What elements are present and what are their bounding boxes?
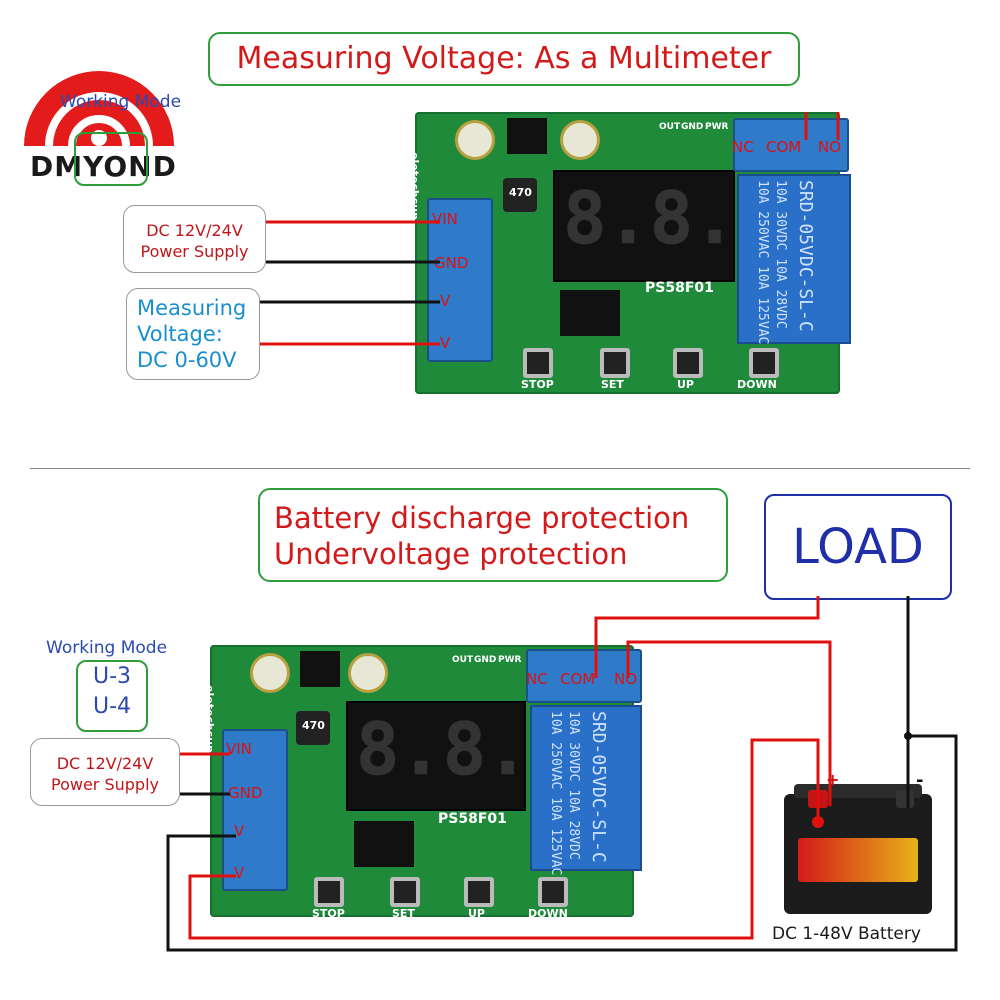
working-mode-box: U-3 U-4 — [76, 660, 148, 732]
dmyond-wifi-logo-icon — [24, 71, 174, 147]
battery-brand-stripe — [798, 838, 918, 882]
bottom-title-line2: Undervoltage protection — [274, 537, 628, 571]
bottom-pin-v1: V — [234, 822, 245, 840]
top-regulator-chip — [507, 118, 547, 154]
top-capacitor-1 — [455, 120, 495, 160]
bottom-input-terminal — [222, 729, 288, 891]
brand-name: DMYOND — [30, 150, 177, 183]
top-down-button[interactable] — [749, 348, 779, 378]
bottom-stop-button[interactable] — [314, 877, 344, 907]
top-inductor: 470 — [503, 178, 537, 212]
top-pin-com: COM — [766, 138, 802, 156]
top-pcb-board: eletechsup 470 8.8.8. PS58F01 OUT GND PW… — [408, 112, 851, 394]
bottom-pin-no: NO — [614, 670, 638, 688]
bottom-wiring — [166, 596, 958, 952]
battery-positive-dot — [812, 816, 824, 828]
top-working-mode-label: Working Mode — [60, 92, 182, 112]
top-relay-terminal — [733, 118, 849, 172]
top-relay: 10A 250VAC 10A 125VAC 10A 30VDC 10A 28VD… — [737, 174, 851, 344]
bottom-capacitor-2 — [348, 653, 388, 693]
top-out-label: OUT — [659, 122, 681, 132]
top-title: Measuring Voltage: As a Multimeter — [208, 32, 800, 86]
top-power-supply-label: DC 12V/24V Power Supply — [123, 205, 266, 273]
top-down-label: DOWN — [737, 378, 777, 391]
bottom-relay-terminal — [526, 649, 642, 703]
load-to-com-wire — [594, 596, 820, 678]
top-pin-nc: NC — [732, 138, 754, 156]
load-box: LOAD — [764, 494, 952, 600]
measuring-voltage-label: Measuring Voltage: DC 0-60V — [126, 288, 260, 380]
bottom-up-button[interactable] — [464, 877, 494, 907]
top-up-label: UP — [677, 378, 694, 391]
top-gnd-label: GND — [681, 122, 704, 132]
measuring-line1: Measuring — [137, 296, 247, 320]
top-pwr-label: PWR — [705, 122, 729, 132]
top-pin-gnd: GND — [434, 254, 469, 272]
bottom-set-button[interactable] — [390, 877, 420, 907]
bottom-down-button[interactable] — [538, 877, 568, 907]
section-divider — [30, 468, 970, 469]
top-pin-v2: V — [440, 334, 451, 352]
negative-return-wire — [166, 596, 958, 952]
bottom-board-model: PS58F01 — [438, 811, 507, 827]
bottom-pin-com: COM — [560, 670, 596, 688]
bottom-up-label: UP — [468, 907, 485, 920]
top-set-label: SET — [601, 378, 624, 391]
working-mode-label: Working Mode — [46, 638, 168, 658]
bottom-gnd-label: GND — [474, 655, 497, 665]
bottom-out-label: OUT — [452, 655, 474, 665]
top-power-line1: DC 12V/24V — [146, 221, 243, 240]
no-to-battery-wire — [626, 640, 832, 806]
bottom-capacitor-1 — [250, 653, 290, 693]
top-wiring — [260, 112, 840, 346]
top-set-button[interactable] — [600, 348, 630, 378]
bottom-inductor: 470 — [296, 711, 330, 745]
top-capacitor-2 — [560, 120, 600, 160]
top-pin-v1: V — [440, 292, 451, 310]
bottom-pin-vin: VIN — [226, 740, 252, 758]
bottom-power-line2: Power Supply — [51, 775, 159, 794]
bottom-pin-v2: V — [234, 864, 245, 882]
top-stop-button[interactable] — [523, 348, 553, 378]
bottom-set-label: SET — [392, 907, 415, 920]
bottom-title-line1: Battery discharge protection — [274, 501, 690, 535]
bottom-power-line1: DC 12V/24V — [56, 754, 154, 773]
top-stop-label: STOP — [521, 378, 554, 391]
top-power-line2: Power Supply — [140, 242, 249, 261]
bottom-regulator-chip — [300, 651, 340, 687]
measuring-line2: Voltage: — [137, 322, 223, 346]
top-input-terminal — [427, 198, 493, 362]
bottom-power-supply-label: DC 12V/24V Power Supply — [30, 738, 180, 806]
battery-positive-wire — [188, 738, 820, 940]
top-pin-no: NO — [818, 138, 842, 156]
bottom-pwr-label: PWR — [498, 655, 522, 665]
top-working-mode-box — [74, 132, 148, 186]
top-board-model: PS58F01 — [645, 280, 714, 296]
top-mcu-chip — [560, 290, 620, 336]
battery-label: DC 1-48V Battery — [772, 924, 921, 944]
mode-u4: U-4 — [92, 694, 132, 719]
bottom-pin-gnd: GND — [228, 784, 263, 802]
dmyond-logo: DMYOND — [14, 16, 184, 183]
measuring-line3: DC 0-60V — [137, 348, 237, 372]
top-up-button[interactable] — [673, 348, 703, 378]
junction-dot — [904, 732, 912, 740]
bottom-pin-nc: NC — [526, 670, 548, 688]
bottom-mcu-chip — [354, 821, 414, 867]
mode-u3: U-3 — [92, 664, 132, 689]
bottom-pcb-board: eletechsup 470 8.8.8. PS58F01 OUT GND PW… — [203, 645, 642, 920]
bottom-down-label: DOWN — [528, 907, 568, 920]
bottom-relay: 10A 250VAC 10A 125VAC 10A 30VDC 10A 28VD… — [530, 705, 642, 875]
bottom-stop-label: STOP — [312, 907, 345, 920]
battery-minus-sign: - — [916, 770, 924, 791]
bottom-title: Battery discharge protection Undervoltag… — [258, 488, 728, 582]
battery — [784, 784, 932, 914]
